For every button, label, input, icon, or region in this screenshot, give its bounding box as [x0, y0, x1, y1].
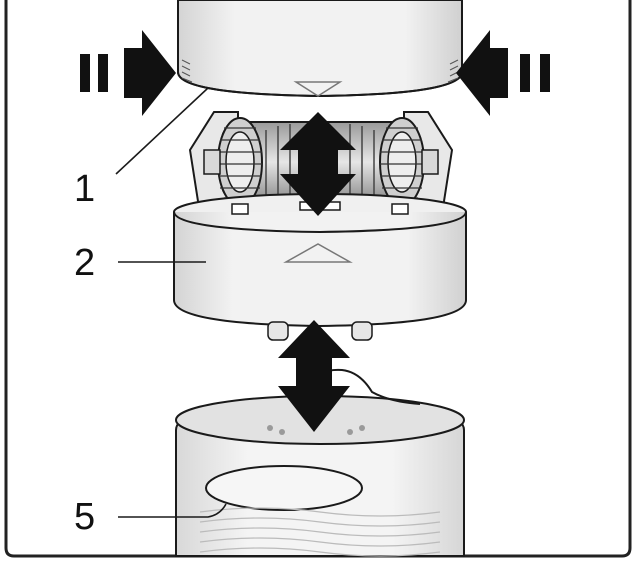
- top-cap-part-1: [177, 0, 463, 98]
- leader-line-5: [118, 503, 227, 518]
- callout-1: 1: [74, 168, 96, 210]
- callout-5: 5: [74, 496, 96, 538]
- ring-connectors: [267, 321, 373, 341]
- leader-line-1: [115, 87, 209, 175]
- middle-ring-part-2: [173, 193, 467, 328]
- handle-part-5: [175, 368, 465, 557]
- detach-cap-arrow: [278, 320, 350, 432]
- leader-lines: [115, 87, 227, 518]
- press-left-arrow: [80, 30, 176, 116]
- press-right-arrow: [456, 30, 550, 116]
- alignment-marker-middle: [283, 243, 353, 263]
- callout-2: 2: [74, 242, 96, 284]
- detach-head-arrow: [280, 112, 356, 216]
- alignment-marker-top: [293, 81, 343, 97]
